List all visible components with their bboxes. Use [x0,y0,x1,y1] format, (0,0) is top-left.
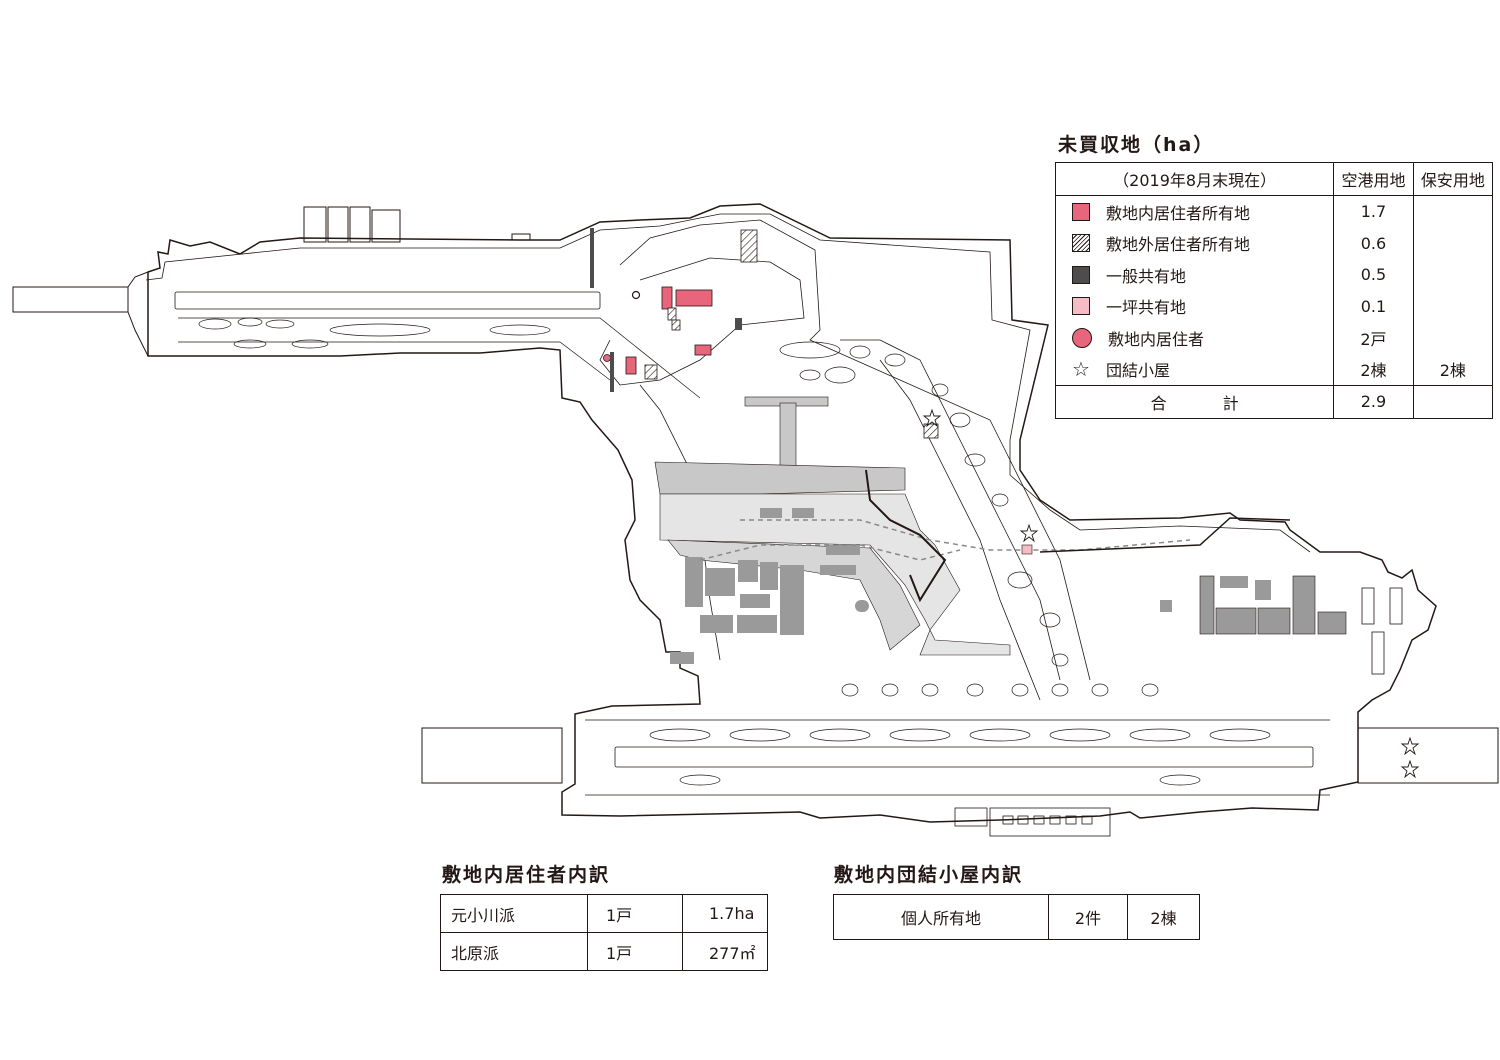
legend-row-security [1412,227,1494,259]
legend-row-airport: 0.5 [1333,259,1414,291]
legend-col-security: 保安用地 [1412,162,1494,196]
legend-row: 敷地外居住者所有地 0.6 [1054,227,1494,259]
taxiway-islands-north [198,317,551,349]
pink-circle-icon [1072,327,1092,348]
hut-owner: 個人所有地 [833,894,1049,940]
legend-row-label: 一坪共有地 [1106,298,1187,318]
central-islands [779,341,1069,667]
residents-table: 元小川派 1戸 1.7ha 北原派 1戸 277㎡ [440,894,768,971]
runway-b [174,291,601,310]
dark-square-icon [1072,265,1090,284]
legend-row-label: 敷地内居住者 [1108,329,1205,349]
legend-total-security [1412,385,1494,419]
legend-row: ☆ 団結小屋 2棟 2棟 [1054,353,1494,386]
north-buildings [303,206,531,243]
legend-table: （2019年8月末現在） 空港用地 保安用地 敷地内居住者所有地 1.7 敷地外… [1054,162,1494,419]
legend-title: 未買収地（ha） [1058,134,1215,156]
legend-row-security [1412,259,1494,291]
access-road [865,469,947,603]
resident-name: 北原派 [440,932,588,971]
resident-circle-2 [631,290,641,300]
legend-row-label: 敷地内居住者所有地 [1106,203,1251,223]
unpurchased-pink-parcels [603,286,713,375]
runway-b-taxiway-2 [178,341,611,381]
terminal-area [654,396,1172,664]
hut-cases: 2件 [1048,894,1128,940]
rail-line [740,519,1191,551]
runway-a-islands [649,683,1271,786]
legend-row-security: 2棟 [1412,353,1494,386]
pink-square-icon [1072,202,1090,221]
north-runway-threshold [127,271,149,357]
table-row: 元小川派 1戸 1.7ha [440,894,768,933]
legend-row-airport: 0.1 [1333,290,1414,322]
resident-area: 1.7ha [682,894,768,933]
legend-row-airport: 1.7 [1333,195,1414,228]
legend-row-label: 敷地外居住者所有地 [1106,235,1251,255]
legend-row: 一坪共有地 0.1 [1054,290,1494,322]
table-row: 個人所有地 2件 2棟 [833,894,1200,940]
legend-row-airport: 0.6 [1333,227,1414,259]
resident-households: 1戸 [587,932,683,971]
legend-row: 敷地内居住者所有地 1.7 [1054,195,1494,228]
legend-row: 一般共有地 0.5 [1054,259,1494,291]
legend-row: 敷地内居住者 2戸 [1054,322,1494,354]
highway [1039,517,1291,553]
legend-total-airport: 2.9 [1333,385,1414,419]
runway-a-extension-east [1357,727,1499,784]
legend-row-airport: 2棟 [1333,353,1414,386]
legend-date-header: （2019年8月末現在） [1054,162,1335,196]
inner-boundary [145,213,1311,553]
rail-line-2 [699,544,961,561]
huts-table: 個人所有地 2件 2棟 [833,894,1200,940]
legend-total-row: 合計 2.9 [1054,385,1494,419]
legend-total-label: 合計 [1054,385,1335,419]
legend-row-label: 一般共有地 [1106,266,1187,286]
huts-title: 敷地内団結小屋内訳 [834,864,1024,886]
unity-huts [922,408,1420,779]
star-icon: ☆ [1072,357,1090,382]
legend-row-airport: 2戸 [1333,322,1414,354]
south-buildings [954,807,1111,837]
unpurchased-dark-parcels [590,228,742,392]
residents-title: 敷地内居住者内訳 [442,864,611,886]
resident-area: 277㎡ [682,932,768,971]
legend-row-security [1412,290,1494,322]
resident-households: 1戸 [587,894,683,933]
airport-boundary [147,203,1437,823]
east-buildings [1199,575,1403,675]
resident-name: 元小川派 [440,894,588,933]
legend-col-airport: 空港用地 [1333,162,1414,196]
hut-buildings: 2棟 [1127,894,1200,940]
central-taxiways [599,219,1091,701]
hatched-square-icon [1072,234,1090,253]
runway-a-extension-west [421,727,563,784]
runway-b-taxiway [178,317,701,399]
unpurchased-light-pink-parcel [1021,544,1033,555]
runway-a [614,746,1314,768]
legend-row-security [1412,195,1494,228]
light-pink-square-icon [1072,297,1090,316]
legend-row-label: 団結小屋 [1106,361,1171,381]
table-row: 北原派 1戸 277㎡ [440,932,768,971]
unpurchased-hatched-parcels [644,229,939,439]
runway-a-taxiway [585,719,1330,796]
north-runway-extension [12,286,129,313]
legend-row-security [1412,322,1494,354]
